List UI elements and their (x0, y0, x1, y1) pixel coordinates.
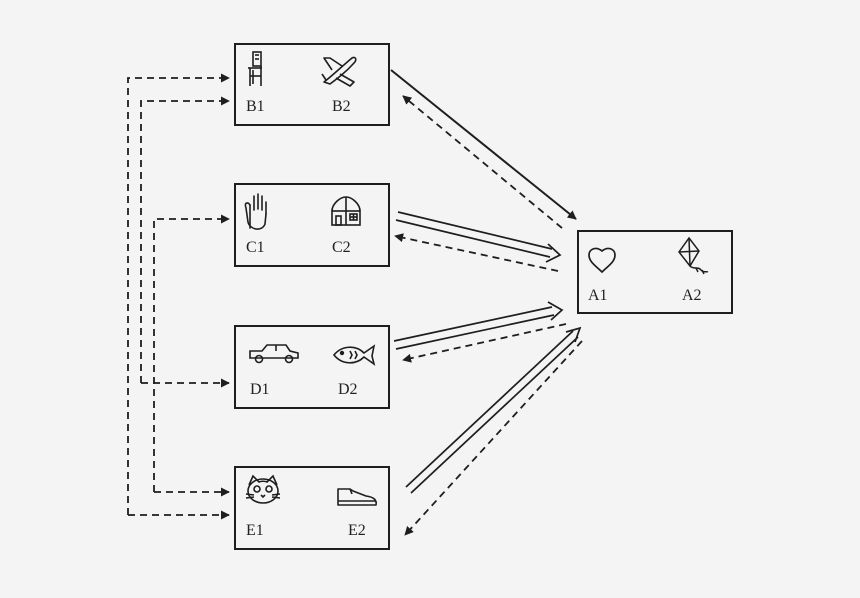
node-box-c (234, 183, 390, 267)
hand-icon (244, 193, 267, 230)
heart-icon (588, 247, 616, 274)
label-c1: C1 (246, 239, 265, 256)
double-arrow-e-to-a (405, 326, 582, 494)
kite-icon (678, 236, 709, 275)
dashed-arrow-bus-to-b1-inner (140, 96, 230, 383)
fish-icon (332, 344, 376, 366)
solid-arrow-b-to-a (390, 69, 577, 220)
label-e2: E2 (348, 522, 366, 539)
label-a1: A1 (588, 287, 608, 304)
dashed-arrow-bus-to-b1-outer (127, 73, 230, 515)
airplane-icon (321, 56, 357, 87)
dashed-arrow-a-to-b (402, 95, 563, 229)
label-a2: A2 (682, 287, 702, 304)
label-d1: D1 (250, 381, 270, 398)
dashed-arrow-a-to-e (404, 340, 583, 536)
shoe-icon (337, 488, 377, 506)
car-icon (249, 344, 299, 364)
node-box-e (234, 466, 390, 550)
node-box-a (577, 230, 733, 314)
node-box-d (234, 325, 390, 409)
label-e1: E1 (246, 522, 264, 539)
label-c2: C2 (332, 239, 351, 256)
dashed-arrow-a-to-c (394, 233, 559, 272)
label-b1: B1 (246, 98, 265, 115)
left-dashed-connectors (127, 73, 230, 520)
node-box-b (234, 43, 390, 126)
label-b2: B2 (332, 98, 351, 115)
double-arrow-c-to-a (395, 211, 562, 263)
cat-face-icon (245, 474, 281, 504)
dashed-arrow-bus-to-c (153, 214, 230, 492)
dashed-arrow-a-to-d (402, 323, 567, 363)
chair-icon (248, 51, 262, 86)
label-d2: D2 (338, 381, 358, 398)
double-arrow-d-to-a (393, 301, 564, 350)
house-icon (331, 196, 361, 226)
